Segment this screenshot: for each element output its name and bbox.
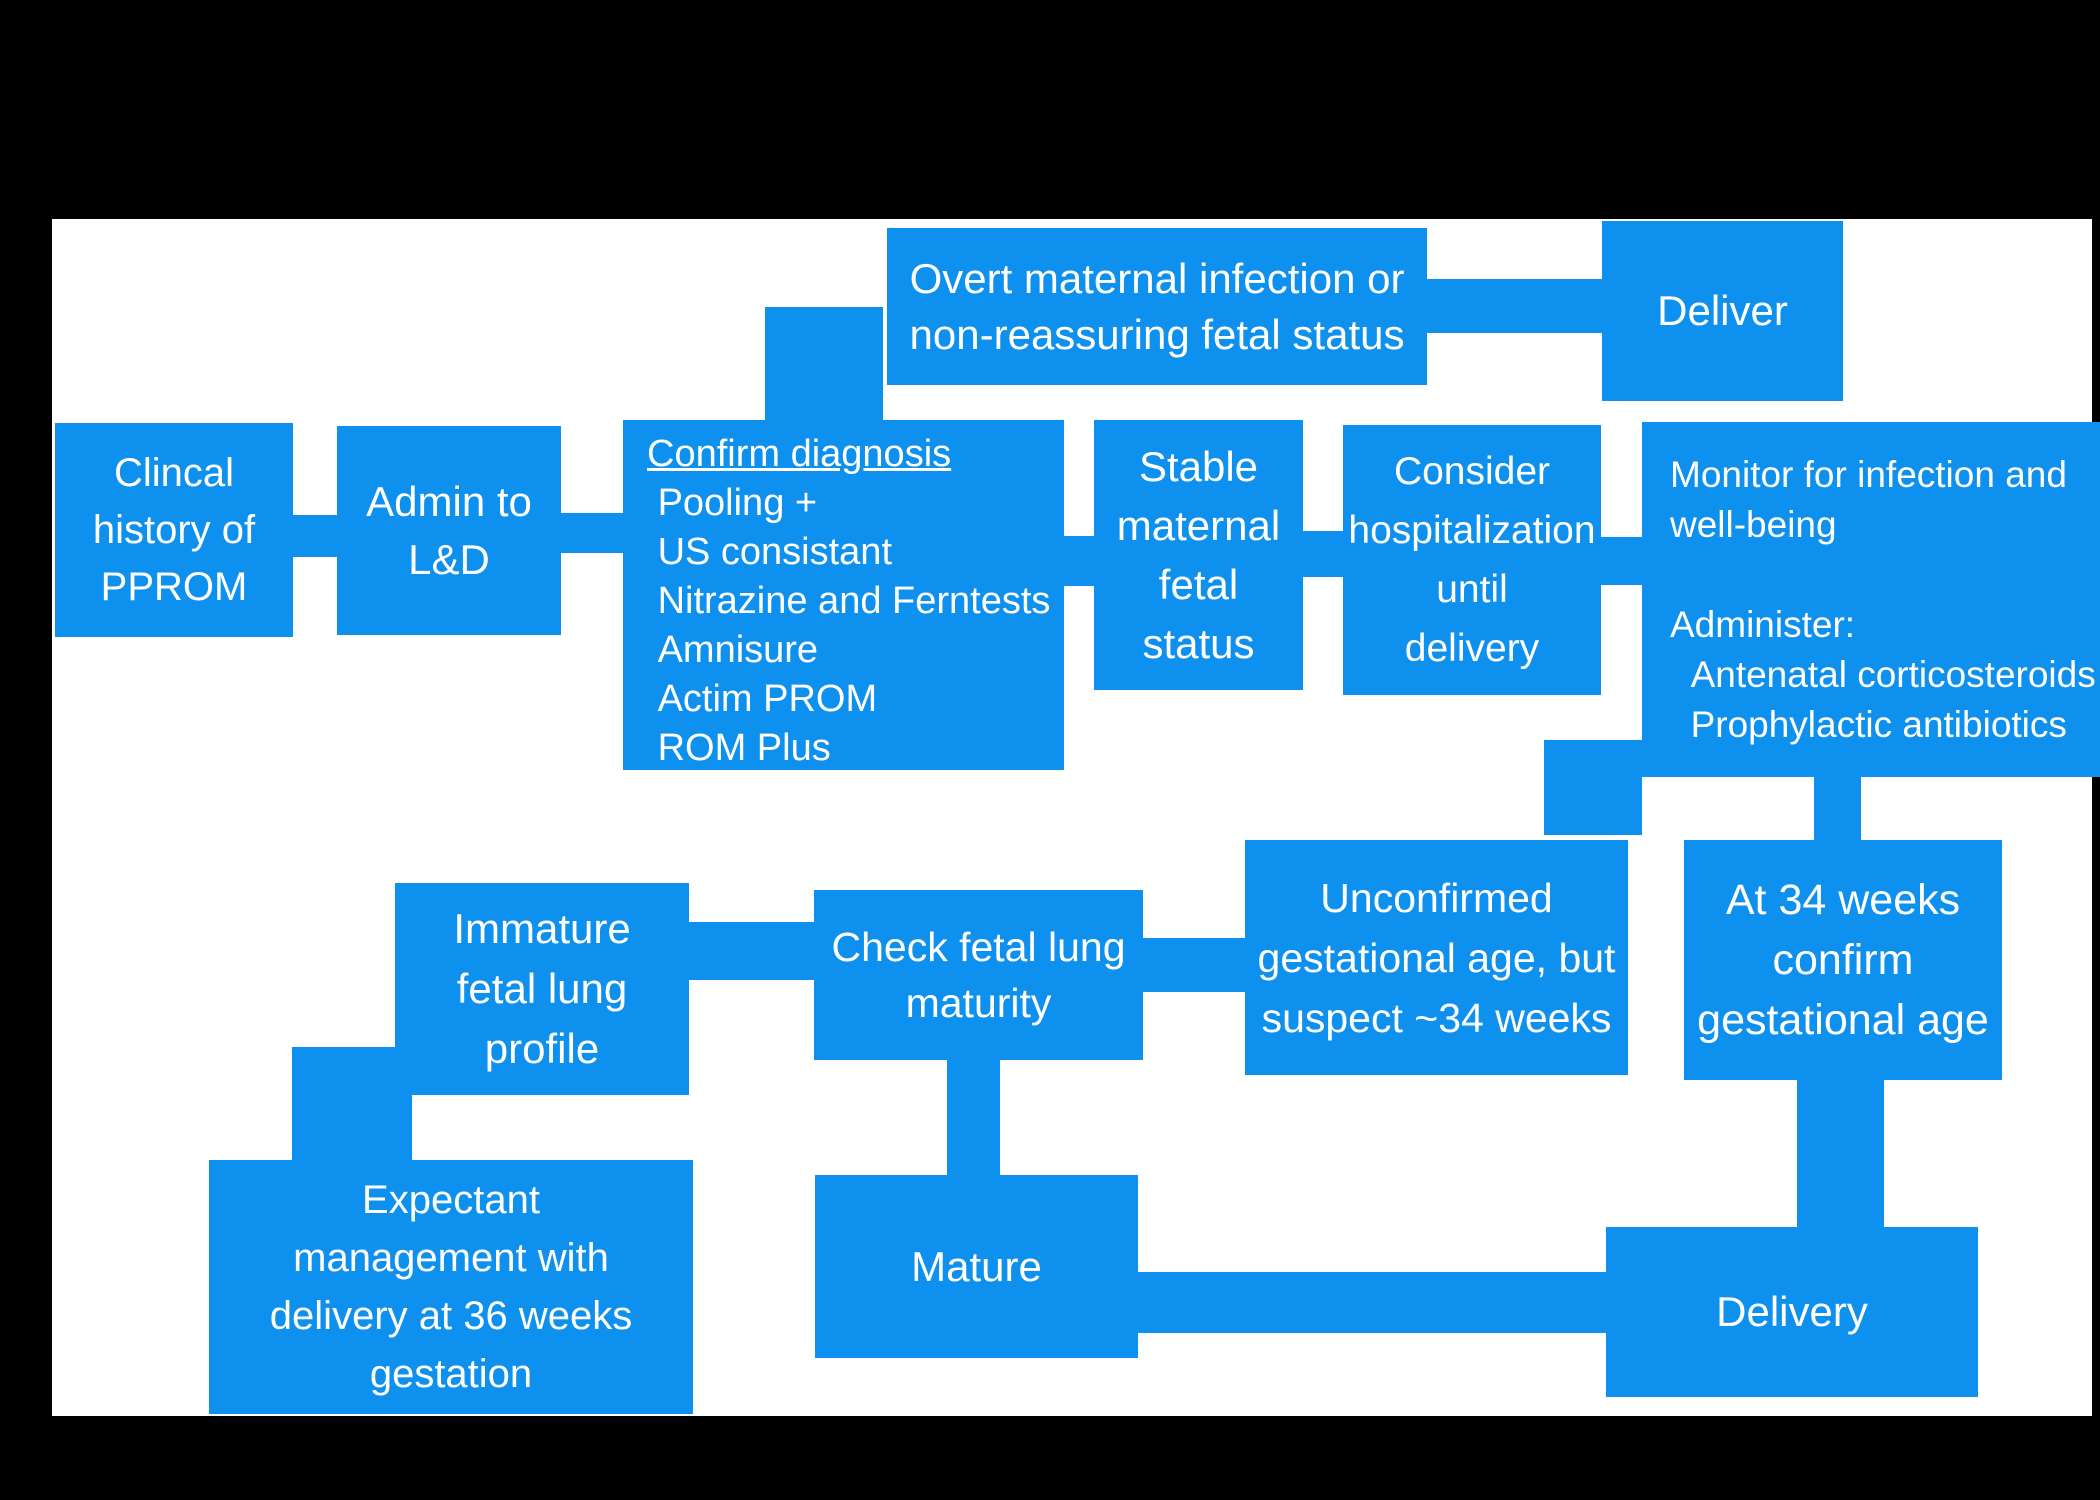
connector-clinical-to-admit [293, 515, 337, 557]
connector-overt-to-deliver [1427, 279, 1602, 333]
connector-immature-to-expectant [292, 1047, 412, 1160]
node-expectant-label: Expectant management with delivery at 36… [269, 1178, 633, 1396]
node-confirm-diagnosis: Confirm diagnosis Pooling + US consistan… [623, 420, 1064, 770]
node-delivery-label: Delivery [1716, 1288, 1868, 1335]
node-overt-infection: Overt maternal infection or non-reassuri… [887, 228, 1427, 385]
connector-consider-to-monitor [1601, 537, 1642, 585]
node-mature: Mature [815, 1175, 1138, 1358]
connector-mature-to-delivery [1138, 1272, 1606, 1333]
connector-check-to-unconfirmed [1143, 938, 1245, 992]
confirm-diagnosis-items: Pooling + US consistant Nitrazine and Fe… [657, 482, 1051, 769]
node-consider-hospitalization: Consider hospitalization until delivery [1343, 425, 1601, 695]
node-immature-label: Immature fetal lung profile [453, 905, 631, 1072]
node-deliver: Deliver [1602, 221, 1843, 401]
node-admit-to-ld-label: Admin to L&D [366, 477, 532, 583]
node-stable-maternal-fetal-status: Stable maternal fetal status [1094, 420, 1303, 690]
connector-confirm-to-overt [765, 307, 883, 422]
connector-at34-to-delivery [1797, 1080, 1884, 1227]
node-monitor-administer: Monitor for infection and well-being Adm… [1642, 422, 2100, 777]
connector-check-to-mature [947, 1060, 1000, 1175]
bottom-black-band [0, 1416, 2100, 1500]
node-check-lung-label: Check fetal lung maturity [831, 924, 1126, 1026]
node-clinical-history-label: Clincal history of PPROM [92, 450, 256, 609]
node-overt-infection-label: Overt maternal infection or non-reassuri… [909, 254, 1405, 358]
connector-tab-monitor-left [1544, 740, 1642, 835]
top-black-band [0, 0, 2100, 219]
node-admit-to-ld: Admin to L&D [337, 426, 561, 635]
node-clinical-history: Clincal history of PPROM [55, 423, 293, 637]
node-unconfirmed-ga-label: Unconfirmed gestational age, but suspect… [1257, 874, 1616, 1041]
connector-admit-to-confirm [561, 513, 623, 553]
connector-confirm-to-stable [1064, 536, 1094, 586]
node-check-fetal-lung-maturity: Check fetal lung maturity [814, 890, 1143, 1060]
connector-stable-to-consider [1303, 531, 1343, 577]
node-at-34-weeks-label: At 34 weeks confirm gestational age [1697, 876, 1989, 1044]
node-consider-hospitalization-label: Consider hospitalization until delivery [1348, 450, 1596, 670]
node-delivery: Delivery [1606, 1227, 1978, 1397]
connector-monitor-to-at34 [1814, 777, 1861, 840]
node-mature-label: Mature [911, 1242, 1042, 1290]
node-stable-status-label: Stable maternal fetal status [1116, 443, 1281, 667]
node-unconfirmed-gestational-age: Unconfirmed gestational age, but suspect… [1245, 840, 1628, 1075]
connector-immature-to-check [689, 922, 814, 980]
node-at-34-weeks-confirm-ga: At 34 weeks confirm gestational age [1684, 840, 2002, 1080]
confirm-diagnosis-title: Confirm diagnosis [647, 433, 952, 475]
node-immature-fetal-lung-profile: Immature fetal lung profile [395, 883, 689, 1095]
node-deliver-label: Deliver [1657, 287, 1788, 334]
node-expectant-management: Expectant management with delivery at 36… [209, 1160, 693, 1414]
